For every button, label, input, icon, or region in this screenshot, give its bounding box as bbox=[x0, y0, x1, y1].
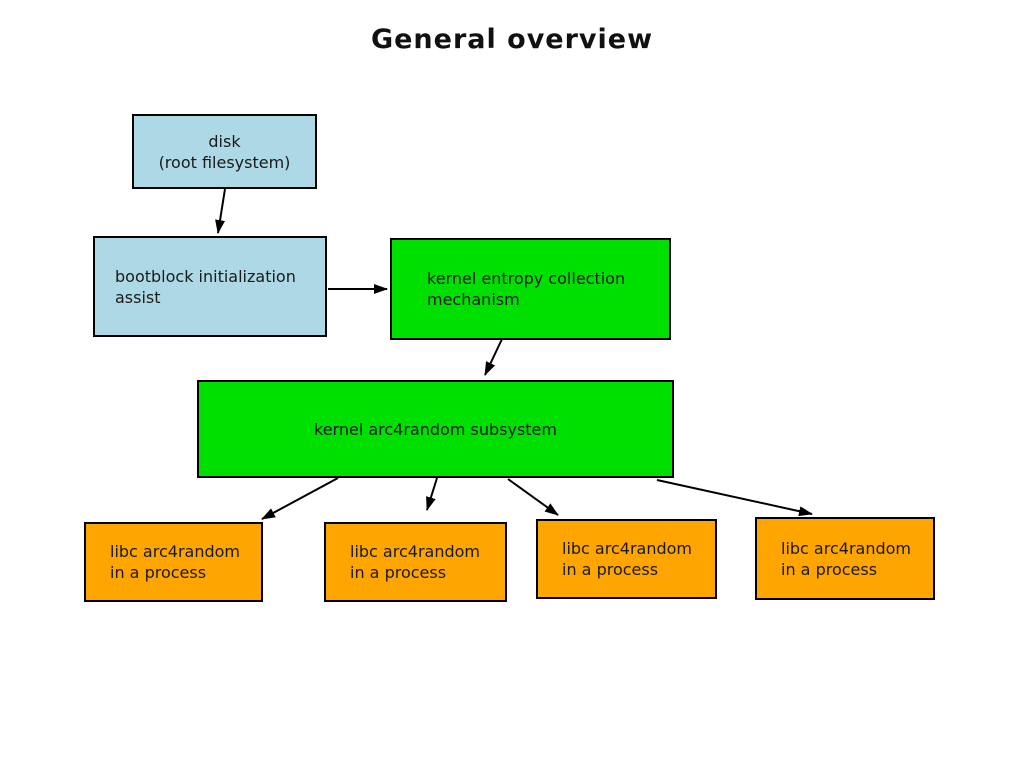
node-libc2-line1: libc arc4random bbox=[350, 542, 480, 561]
node-libc2-line2: in a process bbox=[350, 563, 447, 582]
node-libc-arc4random-1: libc arc4random in a process bbox=[84, 522, 263, 602]
node-libc-arc4random-4: libc arc4random in a process bbox=[755, 517, 935, 600]
node-libc3-line1: libc arc4random bbox=[562, 539, 692, 558]
node-libc-arc4random-2: libc arc4random in a process bbox=[324, 522, 507, 602]
edge-arc4-to-libc4 bbox=[656, 479, 813, 517]
node-bootblock-line1: bootblock initialization bbox=[115, 266, 296, 286]
node-kernel-arc4random-subsystem: kernel arc4random subsystem bbox=[197, 380, 674, 478]
diagram-title: General overview bbox=[370, 24, 654, 55]
node-libc1-line2: in a process bbox=[110, 563, 207, 582]
edge-arc4-to-libc3 bbox=[507, 478, 559, 516]
node-kernel-entropy-collection: kernel entropy collection mechanism bbox=[390, 238, 671, 340]
node-libc4-line2: in a process bbox=[781, 559, 878, 579]
node-entropy-line2: mechanism bbox=[427, 290, 520, 309]
node-disk: disk (root filesystem) bbox=[132, 114, 317, 189]
node-disk-line1: disk bbox=[208, 131, 241, 151]
node-disk-line2: (root filesystem) bbox=[158, 152, 291, 172]
node-arc4-line1: kernel arc4random subsystem bbox=[314, 419, 557, 439]
edge-arc4-to-libc2 bbox=[426, 477, 438, 511]
node-bootblock-line2: assist bbox=[115, 287, 161, 307]
node-libc3-line2: in a process bbox=[562, 560, 659, 579]
node-entropy-line1: kernel entropy collection bbox=[427, 269, 626, 288]
node-libc1-line1: libc arc4random bbox=[110, 542, 240, 561]
edge-entropy-to-arc4 bbox=[484, 338, 503, 376]
node-libc-arc4random-3: libc arc4random in a process bbox=[536, 519, 717, 599]
edge-arc4-to-libc1 bbox=[261, 477, 339, 520]
edge-disk-to-bootblock bbox=[215, 188, 226, 234]
node-libc4-line1: libc arc4random bbox=[781, 538, 911, 558]
node-bootblock-initialization-assist: bootblock initialization assist bbox=[93, 236, 327, 337]
